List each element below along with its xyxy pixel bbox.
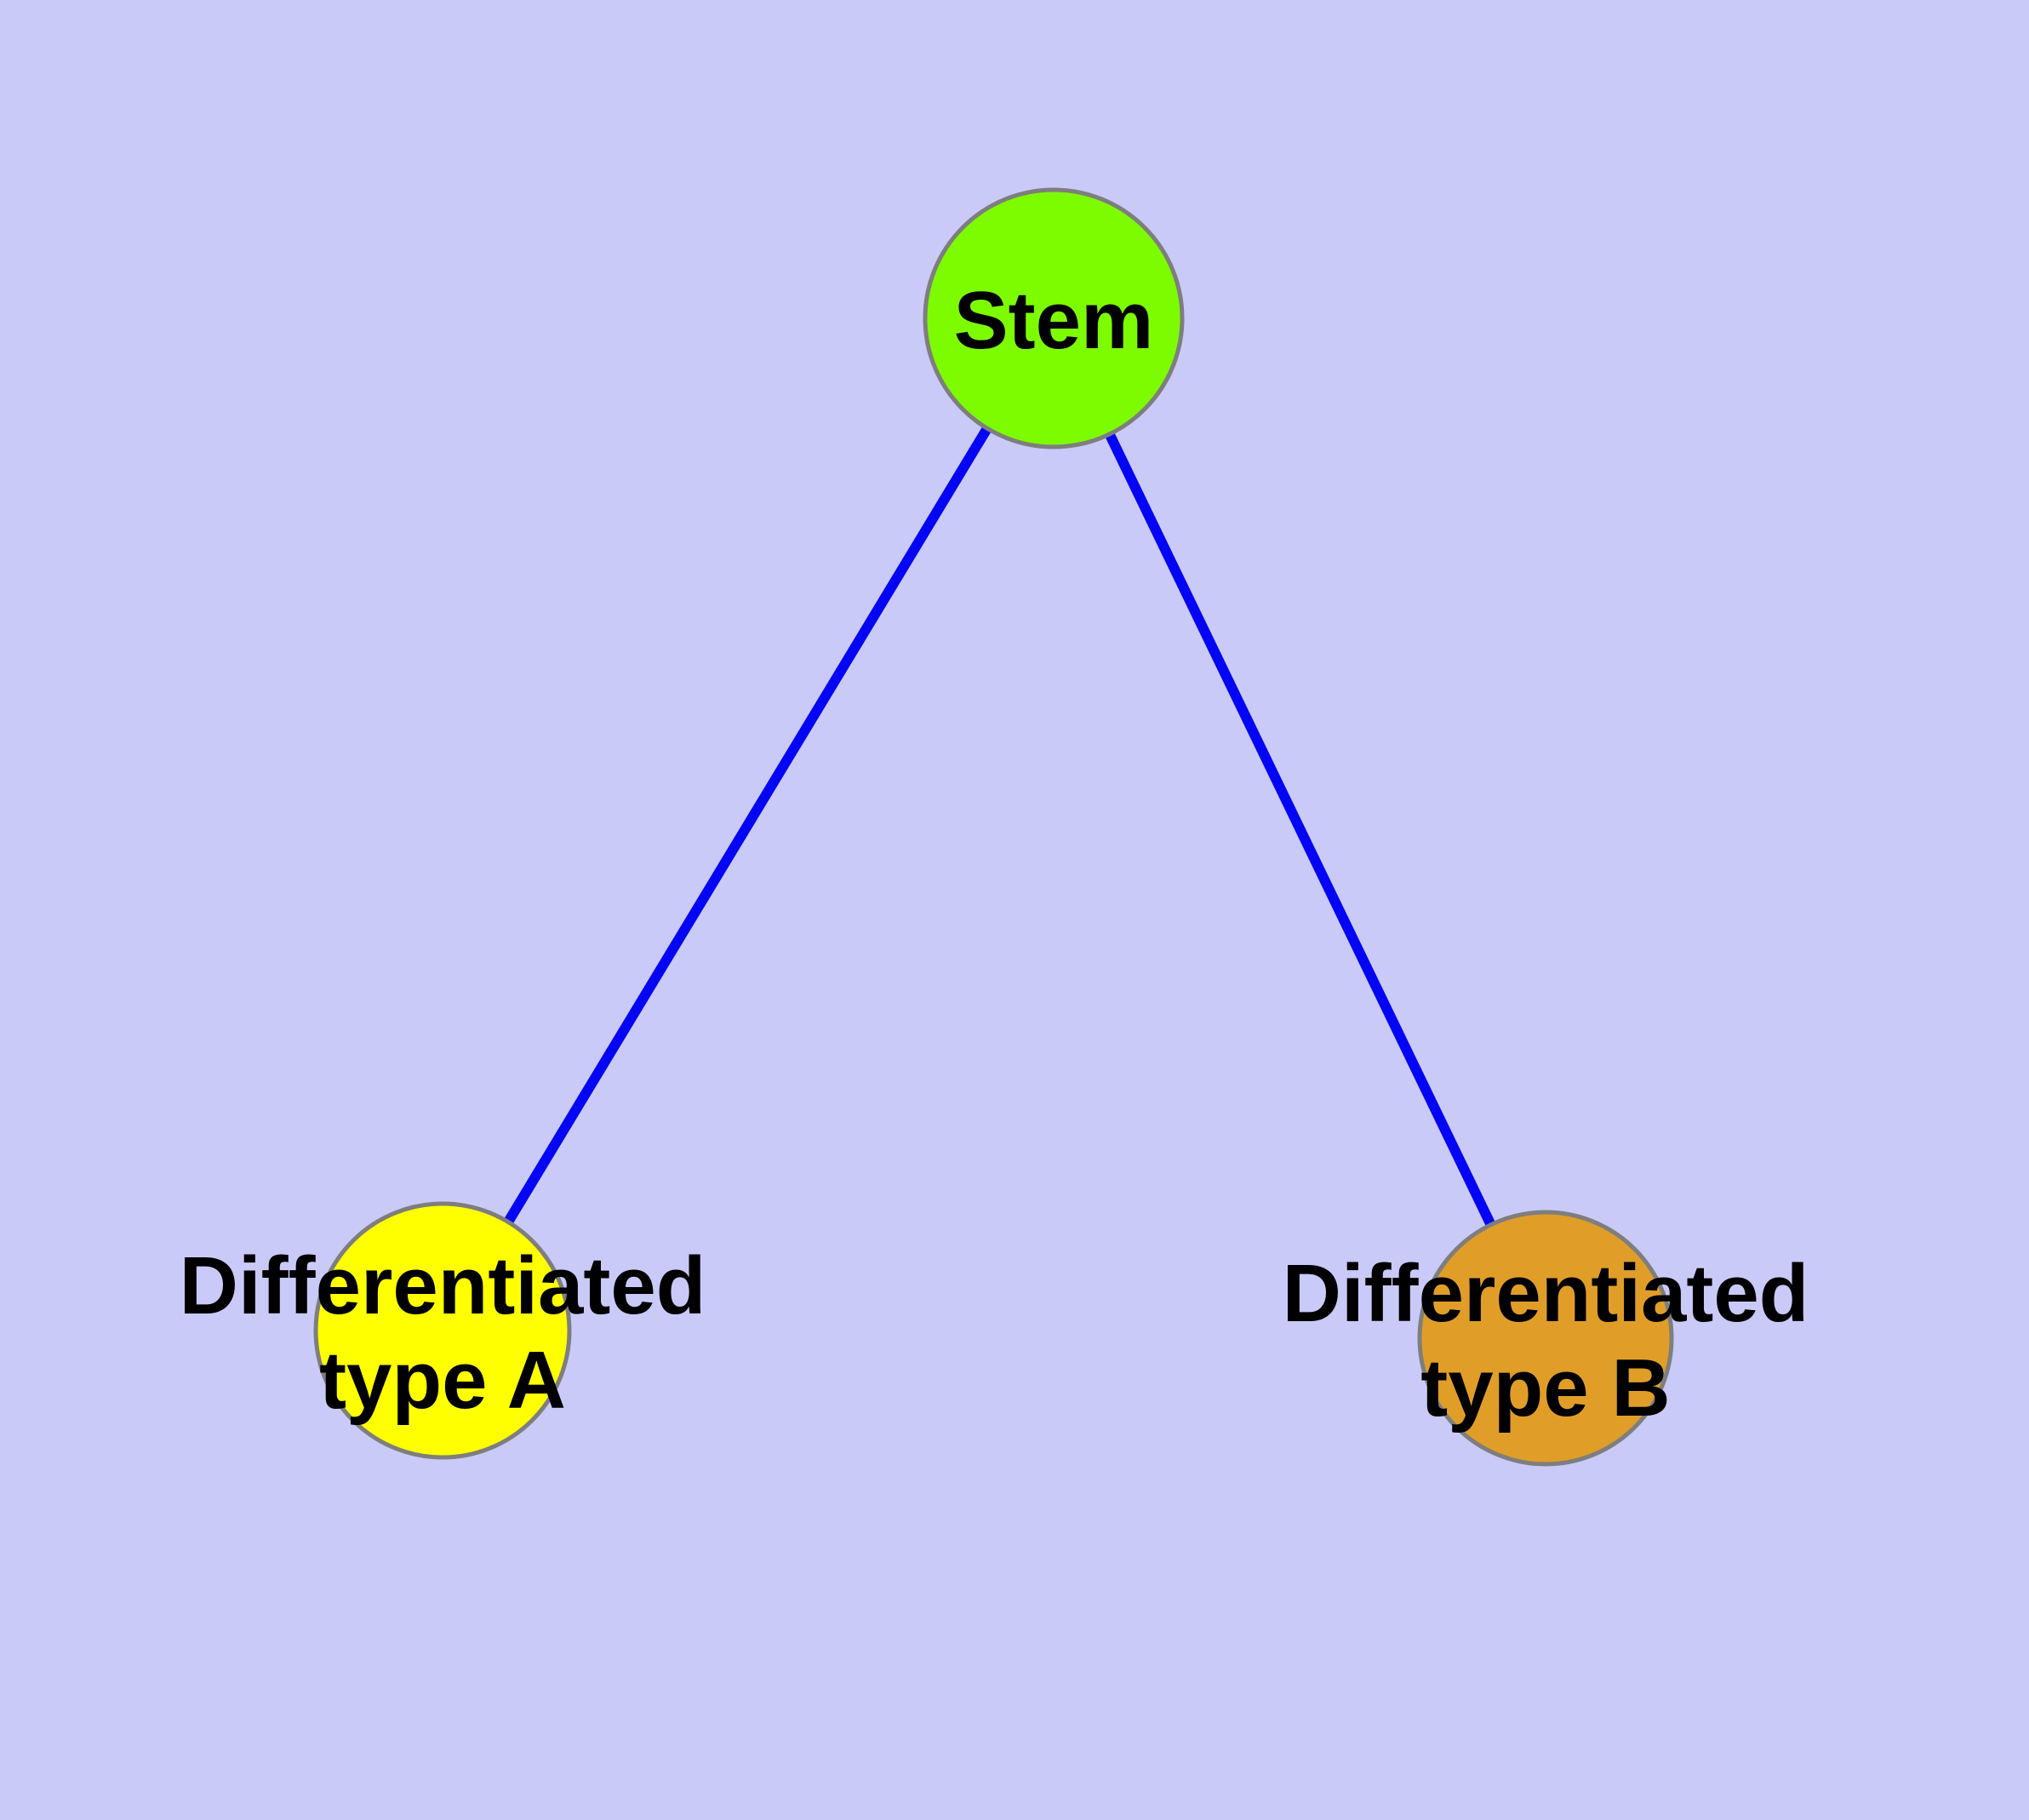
node-label-line: type A [319,1335,566,1426]
node-label-line: Differentiated [1283,1248,1809,1339]
node-diff-a [313,1201,572,1460]
node-stem [923,187,1185,449]
node-label-line: Stem [954,275,1154,366]
node-label-line: type B [1420,1342,1670,1434]
edges-layer [437,315,1551,1341]
node-label-stem: Stem [954,275,1154,366]
edge-stem-diff-b [1049,316,1551,1341]
edge-stem-diff-a [437,315,1059,1334]
nodes-layer [313,187,1674,1467]
node-label-line: Differentiated [180,1240,706,1331]
node-diff-b [1417,1210,1674,1467]
